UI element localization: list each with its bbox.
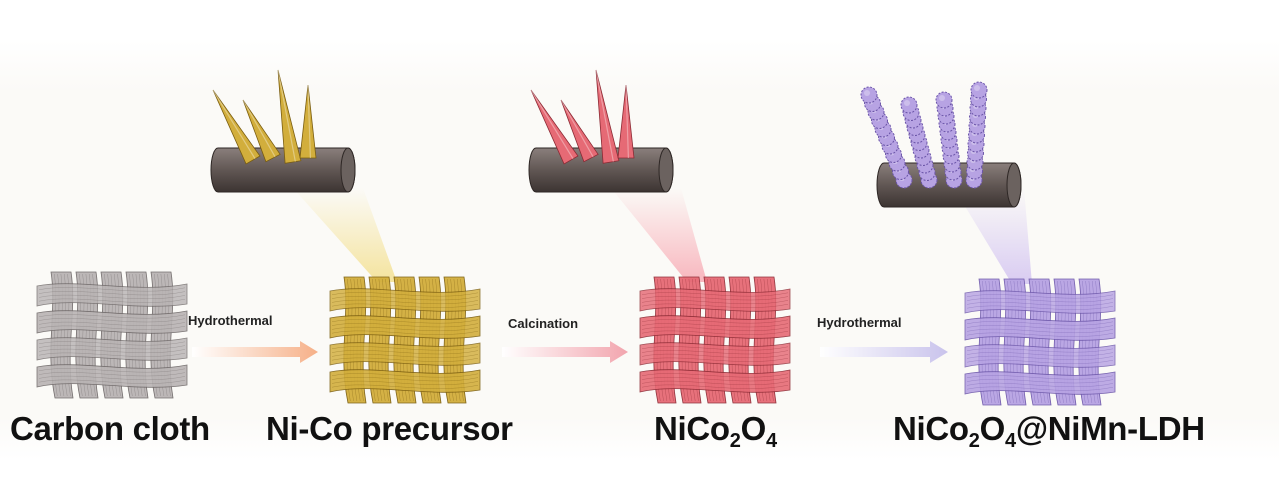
formula-subscript: 4 xyxy=(1005,430,1016,452)
formula-part: O xyxy=(979,410,1006,447)
stage-label-nico2o4: NiCo2O4 xyxy=(654,410,777,451)
nanostructure-detail-1 xyxy=(210,69,356,193)
step-label-hydrothermal-1: Hydrothermal xyxy=(188,313,273,328)
woven-cloth-0 xyxy=(36,271,188,399)
formula-subscript: 2 xyxy=(968,430,980,452)
process-arrow xyxy=(820,341,948,363)
formula-part: O xyxy=(740,410,767,447)
formula-part: NiCo xyxy=(654,410,730,447)
stage-label-ni-co-precursor: Ni-Co precursor xyxy=(266,410,513,447)
nanostructure-detail-3 xyxy=(860,81,1022,208)
process-arrow xyxy=(192,341,318,363)
light-cone xyxy=(293,188,397,282)
light-cone xyxy=(611,188,707,282)
formula-subscript: 4 xyxy=(766,430,777,452)
stage-label-nico2o4-nimn-ldh: NiCo2O4@NiMn-LDH xyxy=(893,410,1205,451)
woven-cloth-2 xyxy=(639,276,791,404)
formula-part: NiCo xyxy=(893,410,969,447)
stage-label-carbon-cloth: Carbon cloth xyxy=(10,410,210,447)
woven-cloth-1 xyxy=(329,276,481,404)
process-arrow xyxy=(502,341,628,363)
nanostructure-detail-2 xyxy=(528,69,674,193)
step-label-calcination: Calcination xyxy=(508,316,579,331)
step-label-hydrothermal-2: Hydrothermal xyxy=(817,315,902,330)
light-cone xyxy=(954,188,1032,284)
formula-part: @NiMn-LDH xyxy=(1015,410,1205,447)
formula-subscript: 2 xyxy=(729,430,741,452)
woven-cloth-3 xyxy=(964,278,1116,406)
